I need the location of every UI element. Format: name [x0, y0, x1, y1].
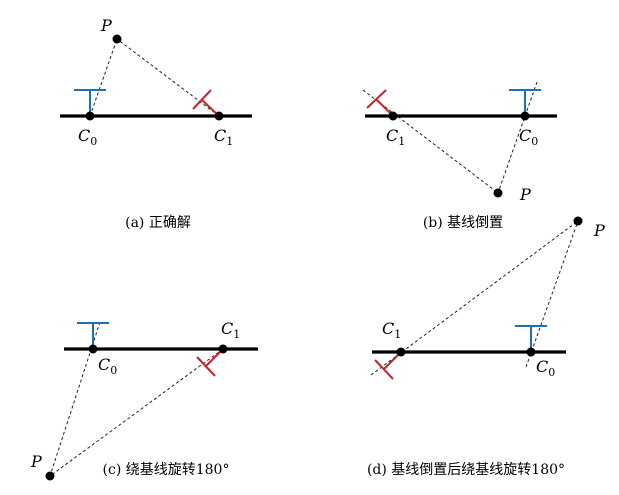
point-c1	[214, 111, 224, 121]
ray-c1-to-p	[49, 348, 224, 477]
label-p: P	[519, 185, 531, 204]
ray-c0-to-p	[49, 321, 101, 477]
point-c1	[396, 347, 406, 357]
camera-c1	[374, 351, 402, 380]
caption-b: (b) 基线倒置	[423, 214, 503, 231]
label-p: P	[593, 221, 605, 240]
camera-c1	[366, 89, 394, 117]
point-p	[493, 188, 503, 198]
point-c0	[88, 344, 98, 354]
label-c0: C0	[519, 126, 538, 148]
ray-c0-to-p	[525, 220, 579, 368]
label-p: P	[30, 452, 42, 471]
panel-b: C1 C0 P (b) 基线倒置	[362, 81, 557, 231]
point-p	[45, 471, 55, 481]
label-c0: C0	[98, 355, 117, 377]
camera-c1	[196, 348, 224, 377]
caption-c: (c) 绕基线旋转180°	[103, 461, 230, 478]
label-c1: C1	[214, 126, 233, 148]
ray-c0-to-p	[89, 38, 118, 117]
point-c1	[388, 111, 398, 121]
label-c0: C0	[536, 357, 555, 379]
point-p	[112, 34, 122, 44]
point-p	[573, 216, 583, 226]
label-c0: C0	[78, 126, 97, 148]
label-p: P	[100, 16, 112, 35]
label-c1: C1	[382, 319, 401, 341]
panel-c: C0 C1 P (c) 绕基线旋转180°	[30, 319, 258, 481]
panel-d: C1 C0 P (d) 基线倒置后绕基线旋转180°	[367, 216, 605, 478]
label-c1: C1	[221, 319, 240, 341]
panel-a: P C0 C1 (a) 正确解	[60, 16, 252, 231]
point-c1	[218, 344, 228, 354]
ray-c1-to-p	[116, 38, 220, 117]
point-c0	[526, 347, 536, 357]
caption-a: (a) 正确解	[125, 215, 191, 231]
label-c1: C1	[386, 126, 405, 148]
point-c0	[85, 111, 95, 121]
ray-c1-to-p	[370, 220, 579, 376]
point-c0	[520, 111, 530, 121]
camera-c1	[192, 89, 220, 117]
caption-d: (d) 基线倒置后绕基线旋转180°	[367, 461, 565, 478]
